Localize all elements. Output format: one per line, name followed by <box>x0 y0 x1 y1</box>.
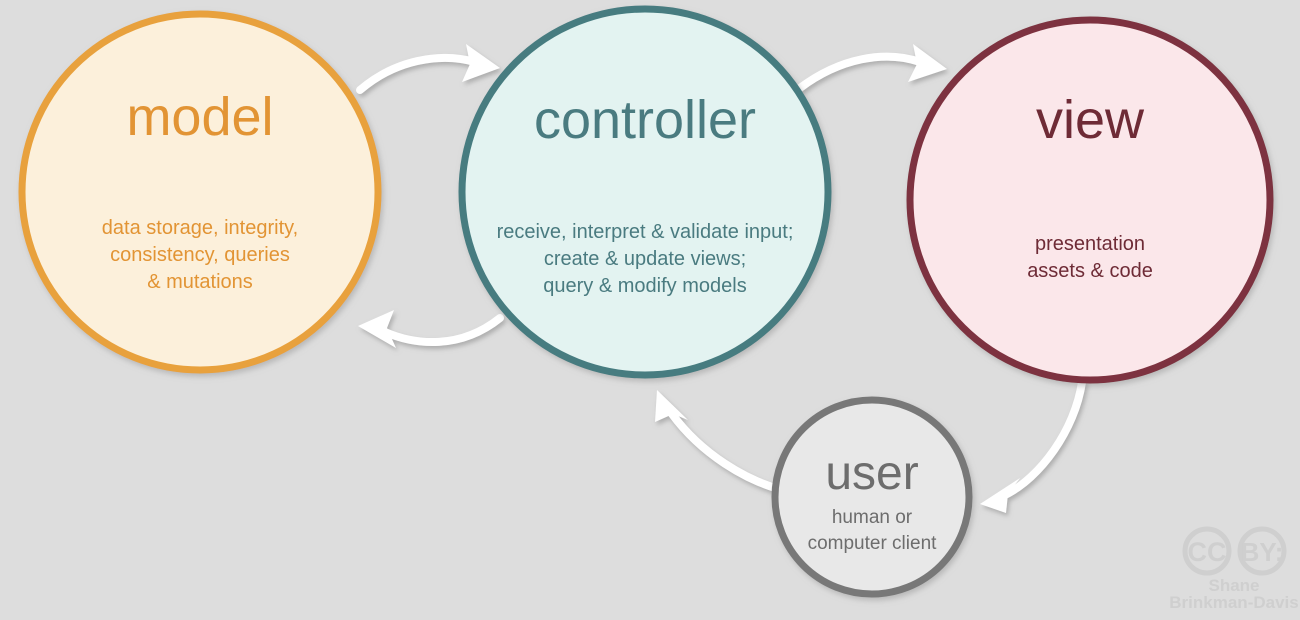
arrow-controller-to-view <box>796 44 947 92</box>
model-title: model <box>126 87 273 147</box>
arrow-user-to-controller <box>655 390 794 496</box>
controller-title: controller <box>534 90 756 150</box>
model-desc-line-2: consistency, queries <box>110 244 290 266</box>
model-desc-line-1: data storage, integrity, <box>102 217 298 239</box>
controller-desc-line-1: receive, interpret & validate input; <box>497 221 794 243</box>
view-desc-line-2: assets & code <box>1027 260 1153 282</box>
node-user[interactable]: user human or computer client <box>771 396 973 598</box>
author-name-line-1: Shane <box>1208 576 1259 595</box>
arrow-model-to-controller <box>356 44 500 94</box>
cc-icon[interactable]: CC <box>1182 526 1232 576</box>
model-desc-line-3: & mutations <box>147 271 253 293</box>
by-icon[interactable]: BY: <box>1237 526 1287 576</box>
controller-desc-line-3: query & modify models <box>543 275 746 297</box>
node-controller[interactable]: controller receive, interpret & validate… <box>458 5 832 379</box>
model-circle[interactable] <box>18 10 382 374</box>
node-view[interactable]: view presentation assets & code <box>906 16 1274 384</box>
controller-circle[interactable] <box>458 5 832 379</box>
arrow-view-to-user <box>980 378 1086 513</box>
user-desc-line-1: human or <box>832 507 913 528</box>
view-desc-line-1: presentation <box>1035 233 1145 255</box>
view-title: view <box>1036 90 1145 150</box>
license-badge[interactable]: CC BY: Shane Brinkman-Davis <box>1169 526 1299 612</box>
user-circle[interactable] <box>771 396 973 598</box>
controller-desc-line-2: create & update views; <box>544 248 746 270</box>
user-desc-line-2: computer client <box>808 533 938 554</box>
cc-badge-label: CC <box>1188 537 1227 567</box>
by-badge-label: BY: <box>1241 537 1284 567</box>
node-model[interactable]: model data storage, integrity, consisten… <box>18 10 382 374</box>
view-circle[interactable] <box>906 16 1274 384</box>
author-name-line-2: Brinkman-Davis <box>1169 593 1298 612</box>
arrow-controller-to-model <box>358 310 504 348</box>
user-title: user <box>825 447 918 500</box>
